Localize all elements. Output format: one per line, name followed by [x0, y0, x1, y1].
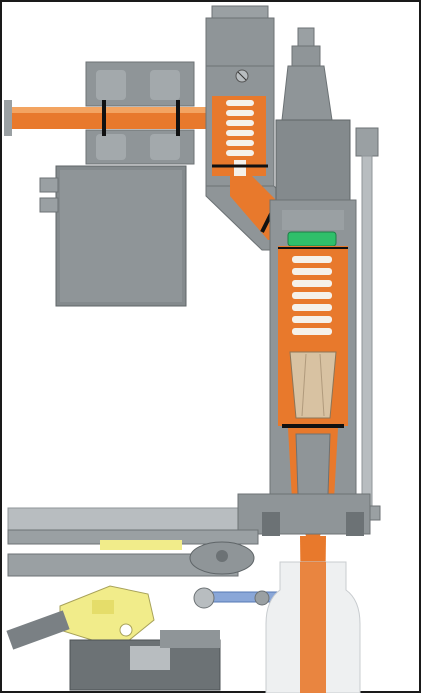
base-plate [7, 493, 371, 545]
bottle [265, 561, 361, 693]
pipe-flange [85, 61, 195, 165]
cone-valve [278, 346, 348, 428]
green-seal [287, 231, 337, 247]
left-bellows [212, 96, 268, 176]
yellow-lever [59, 585, 155, 647]
lower-linkage [7, 540, 255, 577]
lower-mechanism [6, 610, 221, 691]
main-bellows [278, 246, 348, 346]
actuator-tower [275, 27, 351, 201]
inlet-pipe [4, 100, 223, 136]
side-housing [39, 165, 187, 307]
